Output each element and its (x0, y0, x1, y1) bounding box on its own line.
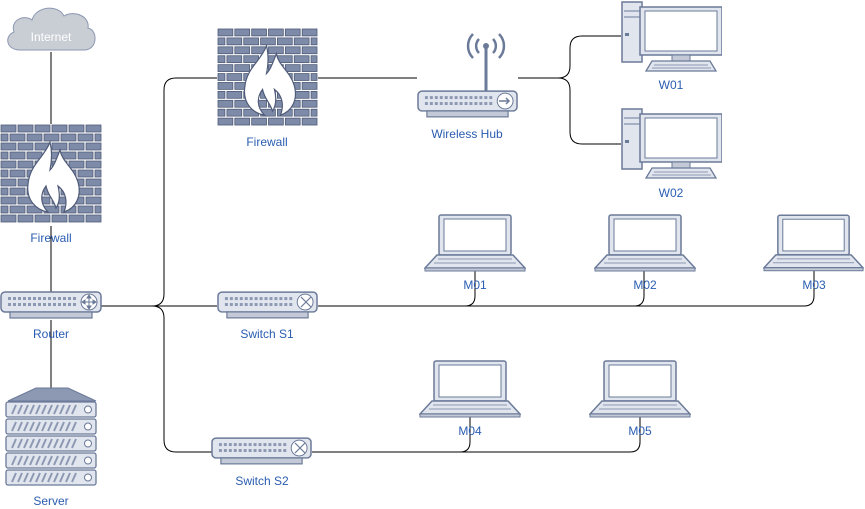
internet-label: Internet (31, 30, 72, 44)
node-router[interactable]: Router (0, 291, 102, 341)
laptop-icon (594, 214, 696, 272)
node-m02[interactable]: M02 (594, 214, 696, 292)
server-icon (5, 387, 97, 486)
link-s1-m03 (318, 270, 815, 307)
m03-label: M03 (802, 278, 826, 292)
router-arrows-icon (81, 294, 97, 310)
firewall-icon (217, 28, 318, 129)
connections (50, 35, 815, 453)
firewall-left-label: Firewall (30, 231, 71, 245)
link-s2-m04 (459, 416, 471, 453)
m01-label: M01 (463, 278, 487, 292)
laptop-icon (589, 360, 691, 418)
link-s2-m05 (312, 416, 641, 453)
switch-s2-label: Switch S2 (235, 474, 289, 488)
link-router-firewall-top (101, 77, 217, 307)
node-firewall-left[interactable]: Firewall (0, 124, 102, 245)
laptop-icon (424, 214, 526, 272)
link-s1-m01 (464, 270, 476, 307)
laptop-icon (419, 360, 521, 418)
server-label: Server (33, 494, 68, 508)
node-internet[interactable]: Internet (7, 7, 96, 51)
node-wireless-hub[interactable]: Wireless Hub (417, 33, 518, 141)
node-m05[interactable]: M05 (589, 360, 691, 438)
node-m03[interactable]: M03 (763, 214, 864, 292)
link-hub-w02 (557, 77, 621, 145)
switch-cross-icon (300, 296, 312, 308)
m05-label: M05 (628, 424, 652, 438)
switch-cross-icon (294, 442, 306, 454)
node-m04[interactable]: M04 (419, 360, 521, 438)
wireless-hub-label: Wireless Hub (431, 127, 503, 141)
node-w02[interactable]: W02 (621, 108, 722, 200)
w02-label: W02 (659, 186, 684, 200)
m02-label: M02 (633, 278, 657, 292)
node-switch-s2[interactable]: Switch S2 (211, 437, 312, 488)
firewall-top-label: Firewall (246, 135, 287, 149)
desktop-icon (621, 108, 722, 179)
switch-s1-label: Switch S1 (240, 327, 294, 341)
link-router-switch-s2 (151, 305, 212, 453)
node-firewall-top[interactable]: Firewall (217, 28, 318, 149)
link-hub-w01 (518, 35, 621, 79)
laptop-icon (763, 214, 864, 272)
node-m01[interactable]: M01 (424, 214, 526, 292)
firewall-icon (0, 124, 102, 226)
node-w01[interactable]: W01 (621, 1, 722, 92)
desktop-icon (621, 1, 722, 72)
router-icon (0, 291, 102, 319)
wireless-hub-icon (417, 33, 518, 118)
router-label: Router (33, 327, 69, 341)
cloud-icon (7, 7, 96, 51)
w01-label: W01 (659, 78, 684, 92)
node-switch-s1[interactable]: Switch S1 (217, 291, 318, 341)
m04-label: M04 (458, 424, 482, 438)
link-s1-m02 (633, 270, 645, 307)
node-server[interactable]: Server (5, 387, 97, 508)
